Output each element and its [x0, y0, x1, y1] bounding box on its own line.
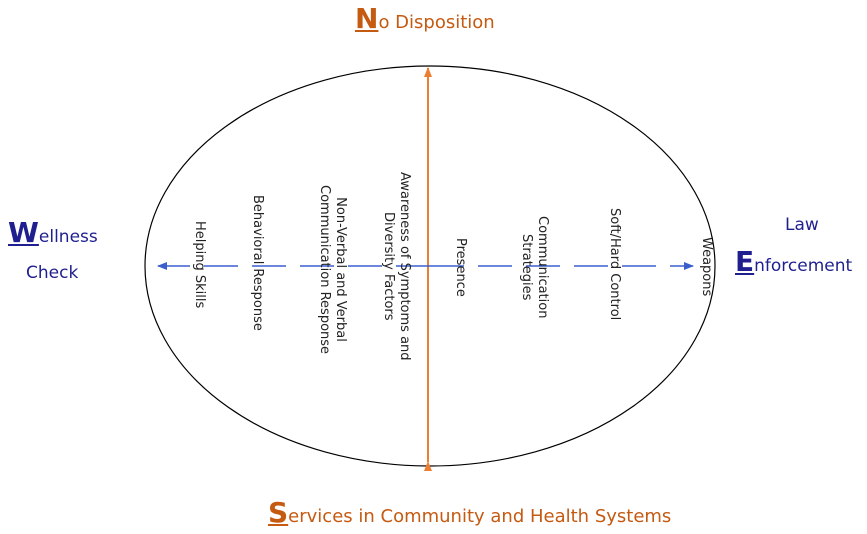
left-title-line2: Check — [26, 263, 79, 283]
label-behavioral-response: Behavioral Response — [249, 195, 265, 331]
label-line: Non-Verbal and Verbal — [333, 197, 348, 342]
label-line: Behavioral Response — [250, 195, 265, 331]
label-line: Communication Response — [317, 185, 332, 355]
bottom-title-text: ervices in Community and Health Systems — [288, 506, 672, 527]
label-awareness: Awareness of Symptoms and Diversity Fact… — [380, 172, 412, 361]
label-line: Communication — [535, 216, 550, 319]
label-presence: Presence — [452, 238, 468, 297]
top-title: No Disposition — [355, 2, 495, 35]
label-line: Helping Skills — [192, 221, 207, 309]
right-title-initial: E — [735, 245, 755, 278]
label-line: Strategies — [519, 234, 534, 301]
label-helping-skills: Helping Skills — [191, 221, 207, 308]
bottom-title: Services in Community and Health Systems — [268, 496, 671, 529]
left-title: Wellness — [8, 216, 98, 249]
right-title-line1: Law — [785, 215, 819, 235]
label-soft-hard-control: Soft/Hard Control — [606, 208, 622, 320]
label-communication-response: Non-Verbal and Verbal Communication Resp… — [316, 185, 348, 354]
bottom-title-initial: S — [268, 496, 289, 529]
top-title-initial: N — [355, 2, 379, 35]
label-line: Weapons — [699, 237, 714, 297]
label-communication-strategies: Communication Strategies — [518, 216, 550, 318]
label-line: Presence — [453, 238, 468, 297]
label-line: Diversity Factors — [381, 212, 396, 321]
left-title-initial: W — [8, 216, 39, 249]
label-line: Awareness of Symptoms and — [397, 172, 412, 361]
left-title-text: ellness — [38, 227, 98, 247]
label-line: Soft/Hard Control — [607, 208, 622, 321]
right-title: Enforcement — [735, 245, 852, 278]
top-title-text: o Disposition — [378, 12, 495, 33]
right-title-text: nforcement — [754, 256, 853, 276]
label-weapons: Weapons — [698, 237, 714, 296]
